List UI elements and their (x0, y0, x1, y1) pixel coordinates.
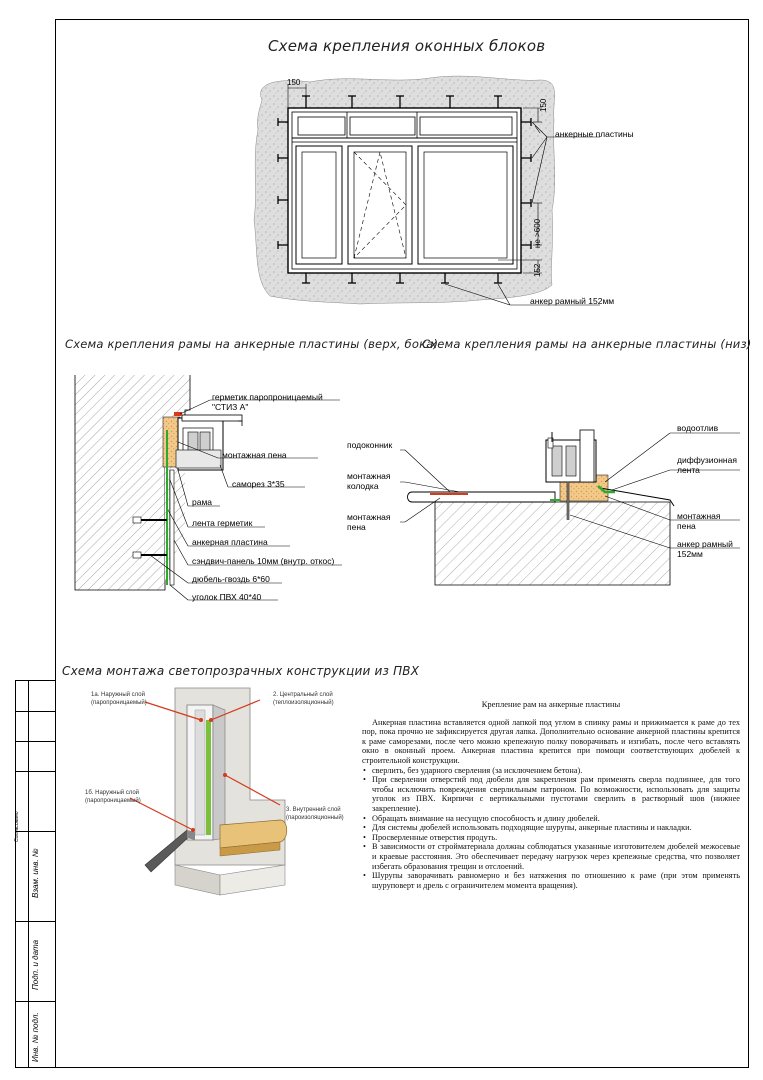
label-sealant-1: герметик паропроницаемый (212, 392, 323, 402)
instructions-intro: Анкерная пластина вставляется одной лапк… (362, 717, 740, 765)
label-sealant-2: "СТИЗ А" (212, 402, 249, 412)
stamp-vzam: Взам. инв. № (31, 848, 40, 898)
label-layer-1a-1: 1а. Наружный слой (91, 692, 145, 698)
label-sandwich: сэндвич-панель 10мм (внутр. откос) (192, 556, 335, 566)
main-title: Схема крепления оконных блоков (268, 37, 546, 55)
label-frame: рама (192, 497, 213, 507)
label-screw: саморез 3*35 (232, 479, 285, 489)
label-block-1: монтажная (347, 471, 391, 481)
instructions-heading: Крепление рам на анкерные пластины (481, 699, 621, 709)
title-top-side: Схема крепления рамы на анкерные пластин… (65, 337, 439, 351)
label-layer-3-1: 3. Внутренний слой (286, 807, 341, 813)
label-anchor-bottom-1: анкер рамный (677, 539, 733, 549)
instruction-item: Просверленные отверстия продуть. (363, 833, 740, 843)
stamp-inv: Инв. № подл. (31, 1012, 40, 1062)
label-block-2: колодка (347, 481, 379, 491)
pvc-install-3d-diagram (129, 687, 288, 896)
frame-top-border (55, 19, 749, 20)
stamp-small: Согласовано (14, 811, 20, 843)
label-layer-2-1: 2. Центральный слой (273, 692, 333, 698)
label-anchor-plates: анкерные пластины (555, 129, 634, 139)
label-foam-l-2: пена (347, 522, 366, 532)
label-layer-3-2: (пароизоляционный) (286, 815, 344, 821)
label-layer-1b-2: (паропроницаемый) (85, 798, 141, 804)
label-diff-1: диффузионная (677, 455, 737, 465)
dim-600: не >600 (533, 218, 542, 248)
label-sill: подоконник (347, 440, 393, 450)
label-drip: водоотлив (677, 423, 719, 433)
frame-bottom-border (15, 1067, 749, 1068)
label-layer-1b-1: 1б. Наружный слой (85, 790, 140, 796)
label-foam-r-1: монтажная (677, 511, 721, 521)
instruction-item: Шурупы заворачивать равномерно и без нат… (363, 871, 740, 890)
bottom-section-diagram (400, 429, 740, 586)
stamp-podp: Подп. и дата (31, 939, 40, 990)
dim-152: 152 (533, 263, 542, 277)
label-tape: лента герметик (192, 518, 253, 528)
instruction-item: Обращать внимание на несущую способность… (363, 814, 740, 824)
label-anchor-frame: анкер рамный 152мм (530, 296, 615, 306)
instructions-text: Крепление рам на анкерные пластины Анкер… (362, 699, 740, 891)
frame-left-border (55, 19, 56, 1068)
instruction-item: При сверлении отверстий под дюбели для з… (363, 775, 740, 813)
stamp-column (15, 680, 56, 1068)
frame-right-border (748, 19, 749, 1068)
instruction-item: Для системы дюбелей использовать подходя… (363, 823, 740, 833)
label-foam-side: монтажная пена (222, 450, 287, 460)
label-foam-l-1: монтажная (347, 512, 391, 522)
instruction-item: В зависимости от стройматериала должны с… (363, 842, 740, 871)
label-anchor-bottom-2: 152мм (677, 549, 703, 559)
label-diff-2: лента (677, 465, 700, 475)
instructions-list: сверлить, без ударного сверления (за иск… (362, 766, 740, 891)
dim-150-top: 150 (287, 78, 301, 87)
window-elevation-diagram (253, 75, 600, 306)
instruction-item: сверлить, без ударного сверления (за иск… (363, 766, 740, 776)
title-pvc: Схема монтажа светопрозрачных конструкци… (62, 664, 420, 678)
title-bottom: Схема крепления рамы на анкерные пластин… (422, 337, 752, 351)
dim-150-right: 150 (539, 98, 548, 112)
label-layer-1a-2: (паропроницаемый) (91, 700, 147, 706)
label-foam-r-2: пена (677, 521, 696, 531)
side-section-diagram (74, 375, 342, 601)
label-dowel: дюбель-гвоздь 6*60 (192, 574, 270, 584)
label-layer-2-2: (теплоизоляционный) (273, 700, 334, 706)
label-anchor-plate: анкерная пластина (192, 537, 268, 547)
label-corner: уголок ПВХ 40*40 (192, 592, 262, 602)
